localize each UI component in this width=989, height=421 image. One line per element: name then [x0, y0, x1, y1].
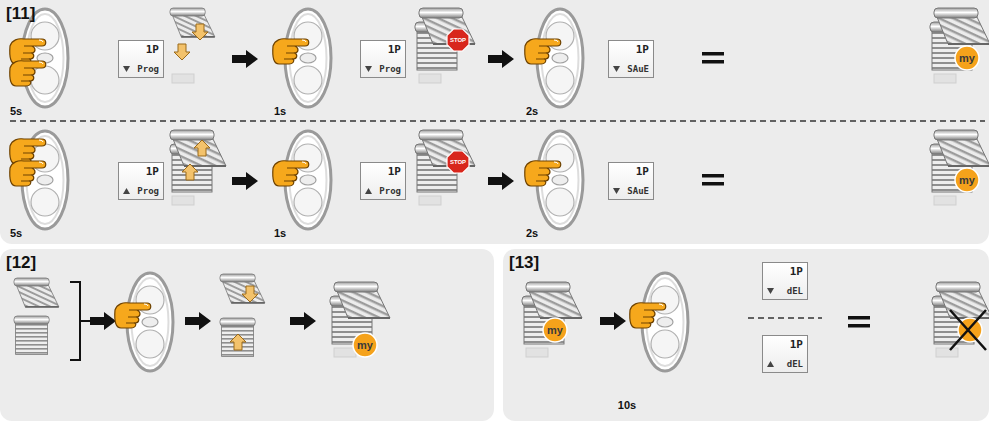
display-message: dEL: [787, 286, 803, 296]
direction-triangle: [365, 188, 372, 194]
display-channel: 1P: [790, 265, 803, 278]
step-panel: [11] 1P Prog 1P Prog 1P SAuE 1P Prog 1P Prog 1P SAuE: [0, 0, 989, 244]
lcd-display: 1P Prog: [360, 40, 406, 78]
display-message: Prog: [379, 186, 401, 196]
step-number: [11]: [6, 4, 35, 24]
hold-duration: 2s: [520, 104, 544, 118]
display-message: Prog: [137, 64, 159, 74]
my-symbol-text: my: [543, 323, 567, 337]
my-symbol-text: my: [955, 51, 979, 65]
my-symbol-text: my: [955, 173, 979, 187]
display-channel: 1P: [790, 338, 803, 351]
display-channel: 1P: [146, 165, 159, 178]
direction-triangle: [613, 66, 620, 72]
my-symbol-text: my: [353, 338, 377, 352]
step-number: [13]: [509, 253, 539, 273]
hold-duration: 1s: [268, 104, 292, 118]
stop-sign-text: STOP: [446, 159, 470, 166]
display-channel: 1P: [146, 43, 159, 56]
lcd-display: 1P dEL: [762, 262, 808, 300]
hold-duration: 1s: [268, 226, 292, 240]
lcd-display: 1P SAuE: [608, 40, 654, 78]
display-message: SAuE: [627, 186, 649, 196]
lcd-display: 1P Prog: [118, 162, 164, 200]
lcd-display: 1P Prog: [360, 162, 406, 200]
direction-triangle: [767, 361, 774, 367]
direction-triangle: [365, 66, 372, 72]
display-channel: 1P: [636, 43, 649, 56]
direction-triangle: [767, 288, 774, 294]
hold-duration: 2s: [520, 226, 544, 240]
stop-sign-text: STOP: [446, 37, 470, 44]
display-message: dEL: [787, 359, 803, 369]
lcd-display: 1P SAuE: [608, 162, 654, 200]
display-message: SAuE: [627, 64, 649, 74]
hold-duration: 10s: [610, 398, 644, 412]
direction-triangle: [123, 188, 130, 194]
lcd-display: 1P dEL: [762, 335, 808, 373]
display-message: Prog: [379, 64, 401, 74]
step-number: [12]: [6, 253, 36, 273]
step-panel: [13] 1P dEL 1P dEL: [503, 249, 989, 421]
display-channel: 1P: [388, 165, 401, 178]
direction-triangle: [613, 188, 620, 194]
display-channel: 1P: [388, 43, 401, 56]
direction-triangle: [123, 66, 130, 72]
display-channel: 1P: [636, 165, 649, 178]
display-message: Prog: [137, 186, 159, 196]
lcd-display: 1P Prog: [118, 40, 164, 78]
hold-duration: 5s: [4, 104, 28, 118]
hold-duration: 5s: [4, 226, 28, 240]
